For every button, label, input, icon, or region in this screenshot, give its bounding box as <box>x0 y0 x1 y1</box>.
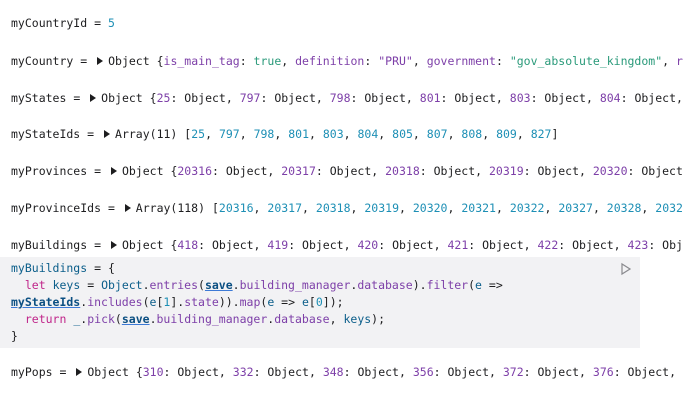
code-line-3: myStateIds.includes(e[1].state)).map(e =… <box>11 295 344 309</box>
object-type[interactable]: Array(118) <box>135 201 206 215</box>
console-line-myprovinces: myProvinces = Object {20316: Object, 203… <box>11 164 683 178</box>
expand-triangle-icon[interactable] <box>110 167 117 175</box>
object-type[interactable]: Object <box>87 365 129 379</box>
console-line-mystateids: myStateIds = Array(11) [25, 797, 798, 80… <box>11 127 559 141</box>
var-name: myBuildings <box>11 238 88 252</box>
object-type[interactable]: Object <box>101 91 143 105</box>
var-name: myStates <box>11 91 67 105</box>
console-line-mypops: myPops = Object {310: Object, 332: Objec… <box>11 365 676 379</box>
code-line-5: } <box>11 329 18 343</box>
console-input-block[interactable]: myBuildings = { let keys = Object.entrie… <box>0 257 640 348</box>
array-preview: [25, 797, 798, 801, 803, 804, 805, 807, … <box>184 127 559 141</box>
var-value: 5 <box>107 16 115 30</box>
var-name: myProvinces <box>11 164 88 178</box>
expand-triangle-icon[interactable] <box>90 94 97 102</box>
replay-icon[interactable] <box>620 262 632 276</box>
object-type[interactable]: Object <box>121 164 164 178</box>
code-line-1: myBuildings = { <box>11 261 115 275</box>
object-type[interactable]: Array(11) <box>115 127 178 141</box>
var-name: myCountry <box>11 54 74 68</box>
var-name: myCountryId <box>11 16 88 30</box>
object-type[interactable]: Object <box>108 54 150 68</box>
object-preview: {is_main_tag: true, definition: "PRU", g… <box>156 54 683 68</box>
console-line-mybuildings: myBuildings = Object {418: Object, 419: … <box>11 238 683 252</box>
expand-triangle-icon[interactable] <box>124 204 131 212</box>
console-line-mycountry: myCountry = Object {is_main_tag: true, d… <box>11 54 683 68</box>
console-line-mycountryid: myCountryId = 5 <box>11 16 115 30</box>
console-line-myprovinceids: myProvinceIds = Array(118) [20316, 20317… <box>11 201 683 215</box>
var-name: myStateIds <box>11 127 81 141</box>
object-preview: {20316: Object, 20317: Object, 20318: Ob… <box>170 164 683 178</box>
expand-triangle-icon[interactable] <box>104 130 111 138</box>
code-line-4: return _.pick(save.building_manager.data… <box>24 312 386 326</box>
array-preview: [20316, 20317, 20318, 20319, 20320, 2032… <box>211 201 683 215</box>
console-line-mystates: myStates = Object {25: Object, 797: Obje… <box>11 91 690 105</box>
expand-triangle-icon[interactable] <box>76 368 83 376</box>
object-type[interactable]: Object <box>121 238 164 252</box>
code-line-2: let keys = Object.entries(save.building_… <box>24 278 503 292</box>
object-preview: {25: Object, 797: Object, 798: Object, 8… <box>149 91 690 105</box>
expand-triangle-icon[interactable] <box>97 57 104 65</box>
object-preview: {418: Object, 419: Object, 420: Object, … <box>170 238 683 252</box>
var-name: myProvinceIds <box>11 201 102 215</box>
var-name: myPops <box>11 365 53 379</box>
object-preview: {310: Object, 332: Object, 348: Object, … <box>135 365 676 379</box>
expand-triangle-icon[interactable] <box>110 241 117 249</box>
